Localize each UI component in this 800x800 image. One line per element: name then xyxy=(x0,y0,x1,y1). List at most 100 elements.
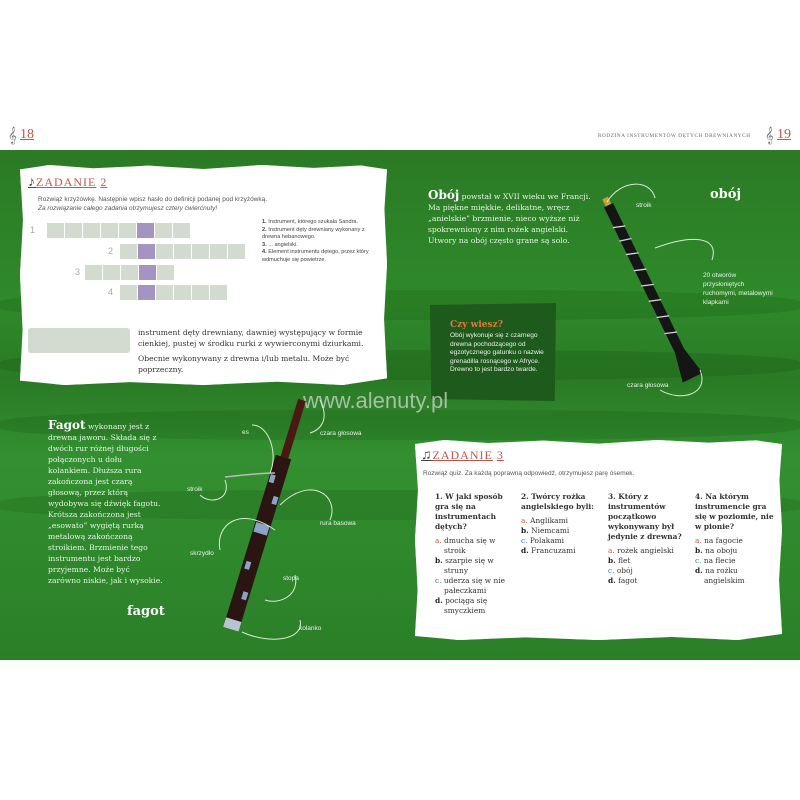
clue: 2. Instrument dęty drewniany wykonany z … xyxy=(262,226,365,241)
option-text: na oboju xyxy=(705,546,738,555)
bassoon-part-es: es xyxy=(242,429,249,436)
crossword-cell[interactable] xyxy=(85,265,102,280)
bassoon-part-bell: czara głosowa xyxy=(320,430,362,437)
bassoon-part-reed: stroik xyxy=(187,486,203,493)
crossword-row-number: 4 xyxy=(108,287,114,297)
option-text: uderza się w nie pałeczkami xyxy=(443,576,505,595)
option-letter: b. xyxy=(695,546,703,555)
task2-heading: ♪ZADANIE 2 xyxy=(28,175,108,190)
crossword-cell[interactable] xyxy=(210,285,227,300)
option-text: na flecie xyxy=(703,556,736,565)
option-letter: d. xyxy=(695,566,703,575)
crossword-cell[interactable] xyxy=(83,223,100,238)
bassoon-image xyxy=(199,398,333,640)
crossword-solution-cell[interactable] xyxy=(138,244,155,259)
crossword-solution-cell[interactable] xyxy=(139,265,156,280)
crossword-cell[interactable] xyxy=(120,285,137,300)
clue: 4. Element instrumentu dętego, przez któ… xyxy=(262,249,369,263)
option-text: na fagocie xyxy=(704,536,743,545)
question-text: 1. W jaki sposób gra się na instrumentac… xyxy=(435,492,503,531)
green-background xyxy=(0,150,800,660)
option-letter: a. xyxy=(521,516,528,525)
crossword-cell[interactable] xyxy=(47,223,64,238)
answer-option[interactable]: a. rożek angielski xyxy=(608,546,688,556)
answer-option[interactable]: b. szarpie się w struny xyxy=(435,556,515,576)
option-text: na rożku angielskim xyxy=(704,566,745,585)
section-title: RODZINA INSTRUMENTÓW DĘTYCH DREWNIANYCH xyxy=(598,133,751,139)
task3-instructions: Rozwiąż quiz. Za każdą poprawną odpowied… xyxy=(423,470,635,477)
crossword-cell[interactable] xyxy=(228,244,245,259)
quiz-question: 2. Twórcy rożka angielskiego byli:a. Ang… xyxy=(521,492,601,556)
answer-field[interactable] xyxy=(28,328,130,353)
option-text: Francuzami xyxy=(531,546,576,555)
option-text: Polakami xyxy=(529,536,565,545)
crossword-solution-cell[interactable] xyxy=(138,285,155,300)
crossword-cell[interactable] xyxy=(119,223,136,238)
quiz-question: 4. Na którym instrumencie gra się w pozi… xyxy=(695,492,775,586)
answer-option[interactable]: d. pociąga się smyczkiem xyxy=(435,596,515,616)
crossword-cell[interactable] xyxy=(101,223,118,238)
task2-instructions: Rozwiąż krzyżówkę. Następnie wpisz hasło… xyxy=(38,196,268,212)
answer-option[interactable]: b. Niemcami xyxy=(521,526,601,536)
answer-option[interactable]: d. na rożku angielskim xyxy=(695,566,775,586)
clue: 1. Instrument, którego szukała Sandra. xyxy=(262,219,359,225)
answer-option[interactable]: b. na oboju xyxy=(695,546,775,556)
answer-option[interactable]: d. Francuzami xyxy=(521,546,601,556)
option-letter: c. xyxy=(695,556,702,565)
crossword-cell[interactable] xyxy=(155,223,172,238)
clue: 3. ... angielski. xyxy=(262,241,298,248)
bassoon-part-wing: skrzydło xyxy=(190,550,214,557)
crossword-clues: 1. Instrument, którego szukała Sandra. 2… xyxy=(262,219,377,264)
crossword-row-number: 3 xyxy=(75,267,81,277)
answer-option[interactable]: c. na flecie xyxy=(695,556,775,566)
crossword-solution-cell[interactable] xyxy=(137,223,154,238)
crossword-cell[interactable] xyxy=(157,265,174,280)
option-letter: a. xyxy=(608,546,615,555)
crossword-cell[interactable] xyxy=(174,285,191,300)
option-text: fagot xyxy=(618,576,638,585)
option-text: Niemcami xyxy=(531,526,570,535)
answer-option[interactable]: a. dmucha się w stroik xyxy=(435,536,515,556)
quiz-question: 3. Który z instrumentów początkowo wykon… xyxy=(608,492,688,586)
answer-option[interactable]: d. fagot xyxy=(608,576,688,586)
option-letter: d. xyxy=(608,576,616,585)
option-letter: d. xyxy=(521,546,529,555)
crossword-cell[interactable] xyxy=(156,244,173,259)
crossword-cell[interactable] xyxy=(210,244,227,259)
crossword-cell[interactable] xyxy=(156,285,173,300)
crossword-cell[interactable] xyxy=(173,223,190,238)
crossword-cell[interactable] xyxy=(174,244,191,259)
definition: instrument dęty drewniany, dawniej wystę… xyxy=(138,328,364,374)
answer-option[interactable]: a. na fagocie xyxy=(695,536,775,546)
option-text: pociąga się smyczkiem xyxy=(444,596,488,615)
option-letter: b. xyxy=(608,556,616,565)
oboe-part-bell: czara głosowa xyxy=(627,382,669,389)
did-you-know-box: Czy wiesz? Obój wykonuje się z czarnego … xyxy=(430,303,556,401)
question-text: 4. Na którym instrumencie gra się w pozi… xyxy=(695,492,774,531)
crossword-cell[interactable] xyxy=(120,244,137,259)
option-text: obój xyxy=(616,566,633,575)
crossword-cell[interactable] xyxy=(121,265,138,280)
bassoon-part-bass-tube: rura basowa xyxy=(320,520,356,527)
did-you-know-text: Obój wykonuje się z czarnego drewna poch… xyxy=(450,332,544,373)
crossword-cell[interactable] xyxy=(103,265,120,280)
page-number-left: 18 xyxy=(20,127,34,142)
beamed-notes-icon: ♫ xyxy=(421,448,433,463)
answer-option[interactable]: c. uderza się w nie pałeczkami xyxy=(435,576,515,596)
bassoon-label: fagot xyxy=(127,604,165,619)
option-text: dmucha się w stroik xyxy=(444,536,496,555)
answer-option[interactable]: c. obój xyxy=(608,566,688,576)
question-text: 3. Który z instrumentów początkowo wykon… xyxy=(608,492,682,541)
answer-option[interactable]: a. Anglikami xyxy=(521,516,601,526)
option-letter: a. xyxy=(435,536,442,545)
oboe-label: obój xyxy=(710,187,742,202)
did-you-know-title: Czy wiesz? xyxy=(450,320,503,330)
crossword-cell[interactable] xyxy=(192,285,209,300)
answer-option[interactable]: b. flet xyxy=(608,556,688,566)
crossword-cell[interactable] xyxy=(65,223,82,238)
option-text: Anglikami xyxy=(530,516,568,525)
treble-clef-icon: 𝄞 xyxy=(8,126,17,144)
oboe-part-reed: stroik xyxy=(636,202,652,209)
answer-option[interactable]: c. Polakami xyxy=(521,536,601,546)
crossword-cell[interactable] xyxy=(192,244,209,259)
